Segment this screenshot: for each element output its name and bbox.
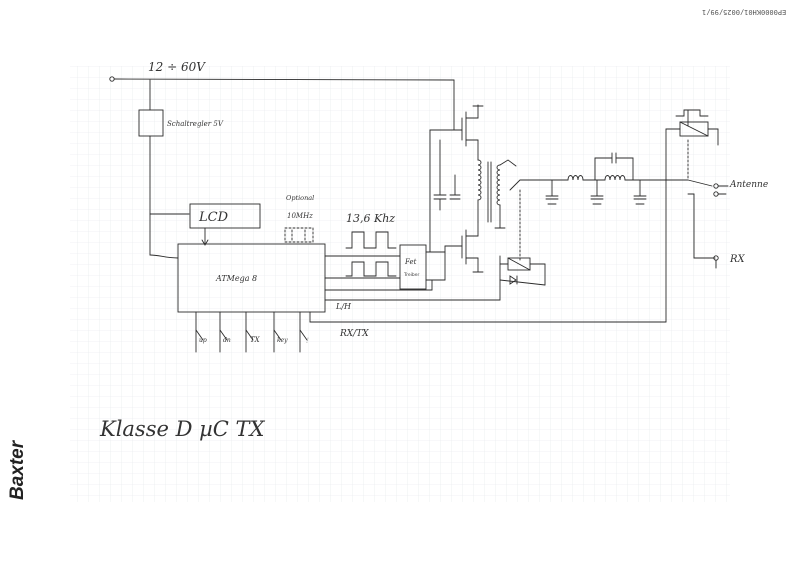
- button-label-key: key: [277, 337, 288, 344]
- fet-label: Fet: [404, 258, 417, 266]
- rxtx-label: RX/TX: [339, 329, 369, 339]
- crystal-label: 10MHz: [287, 212, 313, 220]
- button-label-tx: TX: [250, 336, 261, 344]
- button-label-up: up: [199, 337, 207, 344]
- frequency-label: 13,6 Khz: [346, 212, 395, 225]
- supply-label: 12 ÷ 60V: [148, 60, 206, 74]
- transistor-bottom: [444, 221, 484, 281]
- transistor-top: [429, 104, 484, 253]
- antenna-relay: [665, 109, 719, 323]
- regulator-block: [138, 79, 190, 259]
- drawing-title: Klasse D µC TX: [99, 417, 265, 441]
- relay-coil: [499, 255, 546, 301]
- decoupling-capacitors: [433, 139, 461, 211]
- control-lines: [309, 279, 667, 323]
- fet-driver-block: [399, 244, 446, 290]
- button-label-dn: dn: [223, 337, 231, 344]
- fet-label-driver: Treiber: [403, 272, 419, 278]
- crystal-optional: [284, 227, 314, 243]
- brand-logo: Baxter: [7, 440, 28, 500]
- lh-label: L/H: [335, 302, 352, 311]
- square-wave-bottom: [324, 261, 401, 279]
- document-id: EP0000KH01/0025/99/1: [701, 8, 786, 16]
- transformer: [477, 159, 553, 229]
- lcd-block: [189, 203, 261, 246]
- square-wave-top: [324, 231, 401, 257]
- button-inputs: [195, 311, 308, 353]
- antenna-label: Antenne: [729, 180, 768, 190]
- rx-terminal: [713, 255, 719, 269]
- regulator-label: Schaltregler 5V: [167, 120, 224, 128]
- optional-label: Optional: [286, 194, 314, 202]
- lowpass-filter: [545, 152, 689, 205]
- antenna-terminal: [713, 183, 729, 197]
- button-label-more: ⋮: [304, 337, 310, 344]
- lcd-label: LCD: [198, 210, 229, 225]
- supply-rail: [109, 76, 455, 131]
- rx-label: RX: [729, 254, 746, 265]
- mcu-label: ATMega 8: [215, 274, 257, 283]
